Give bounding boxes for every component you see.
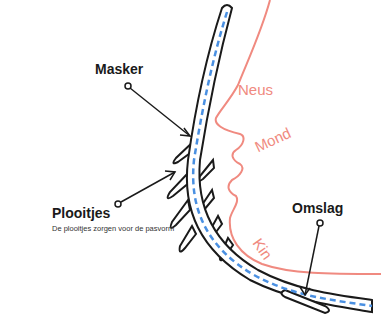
leader-lines (115, 83, 323, 295)
note: De plooitjes zorgen voor de pasvorm (52, 225, 174, 233)
part-label: Plooitjes (52, 206, 110, 221)
part-label: Masker (95, 62, 143, 77)
filter-line (193, 12, 372, 306)
part-label: Omslag (292, 201, 343, 216)
mask-body (187, 5, 372, 312)
face-label: Mond (253, 125, 294, 156)
face-profile (216, 0, 381, 274)
face-label: Neus (238, 82, 273, 99)
